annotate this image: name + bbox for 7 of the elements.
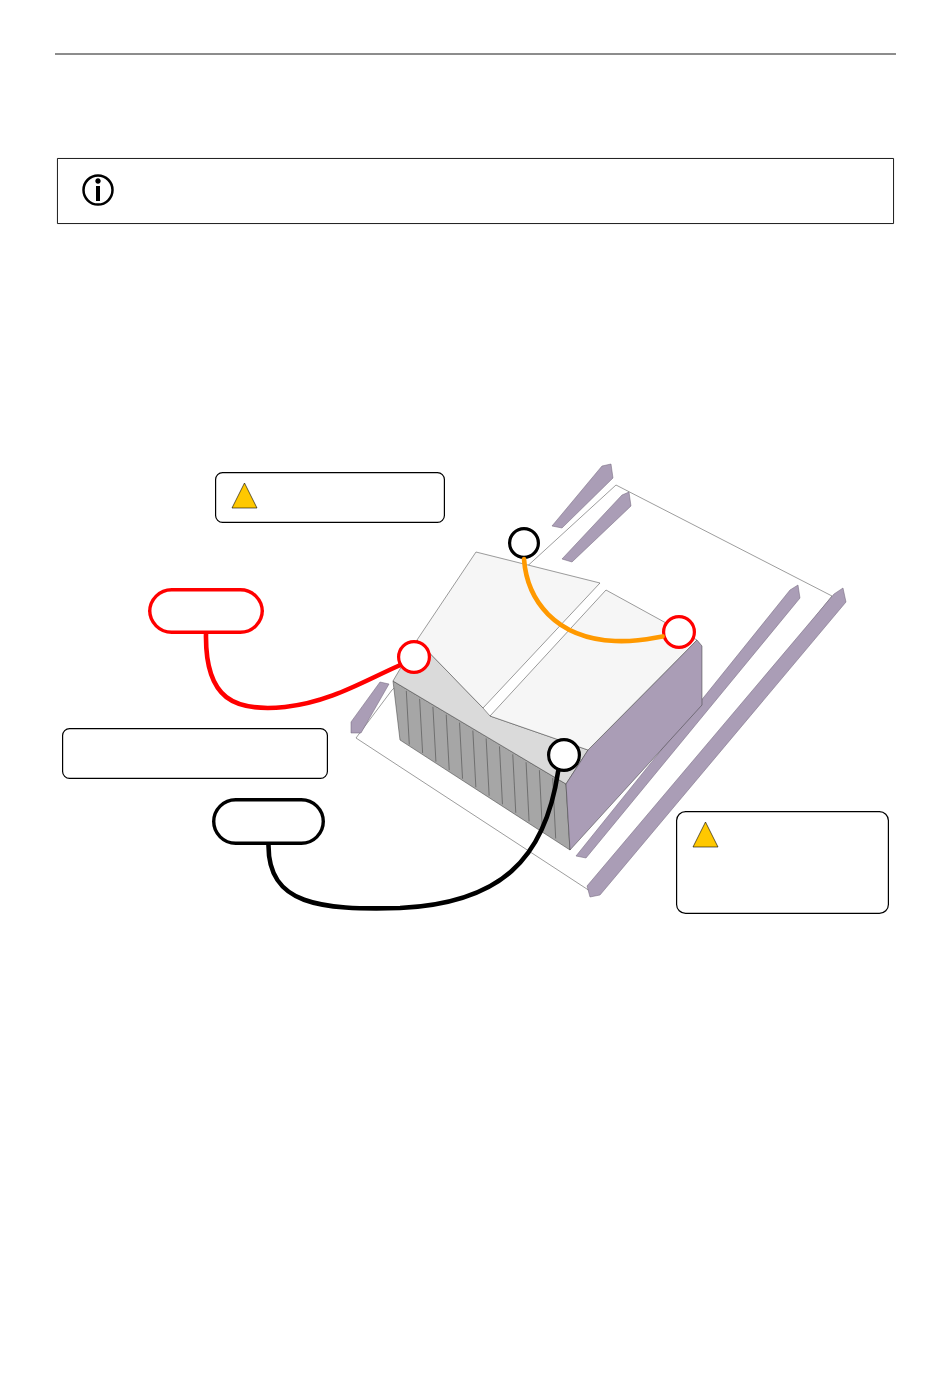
marker-circle	[508, 527, 540, 559]
callout-box	[212, 798, 325, 845]
text-box	[62, 728, 328, 779]
cable	[266, 768, 561, 911]
cable	[521, 556, 665, 644]
cable	[203, 631, 402, 711]
callout-box	[148, 588, 264, 634]
